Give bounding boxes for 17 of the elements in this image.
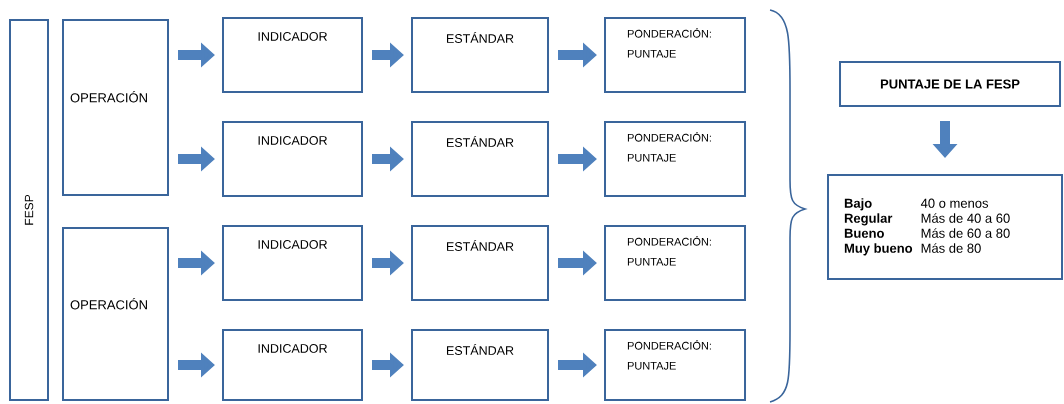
score-title-box: PUNTAJE DE LA FESP (839, 61, 1061, 107)
score-table: Bajo 40 o menos Regular Más de 40 a 60 Bueno Más de 60 a 80 Muy bueno Más de 80 (827, 174, 1063, 280)
standard-box: ESTÁNDAR (411, 329, 549, 401)
standard-box: ESTÁNDAR (411, 225, 549, 301)
standard-box: ESTÁNDAR (411, 17, 549, 93)
indicator-box: INDICADOR (222, 329, 363, 401)
indicator-box: INDICADOR (222, 225, 363, 301)
standard-box: ESTÁNDAR (411, 121, 549, 197)
weighting-box: PONDERACIÓN: PUNTAJE (604, 329, 746, 401)
weighting-box: PONDERACIÓN: PUNTAJE (604, 121, 746, 197)
weighting-box: PONDERACIÓN: PUNTAJE (604, 17, 746, 93)
weighting-box: PONDERACIÓN: PUNTAJE (604, 225, 746, 301)
indicator-box: INDICADOR (222, 17, 363, 93)
indicator-box: INDICADOR (222, 121, 363, 197)
vertical-box: FESP (9, 19, 49, 401)
operation-box: OPERACIÓN (62, 19, 169, 196)
operation-box: OPERACIÓN (62, 227, 169, 401)
